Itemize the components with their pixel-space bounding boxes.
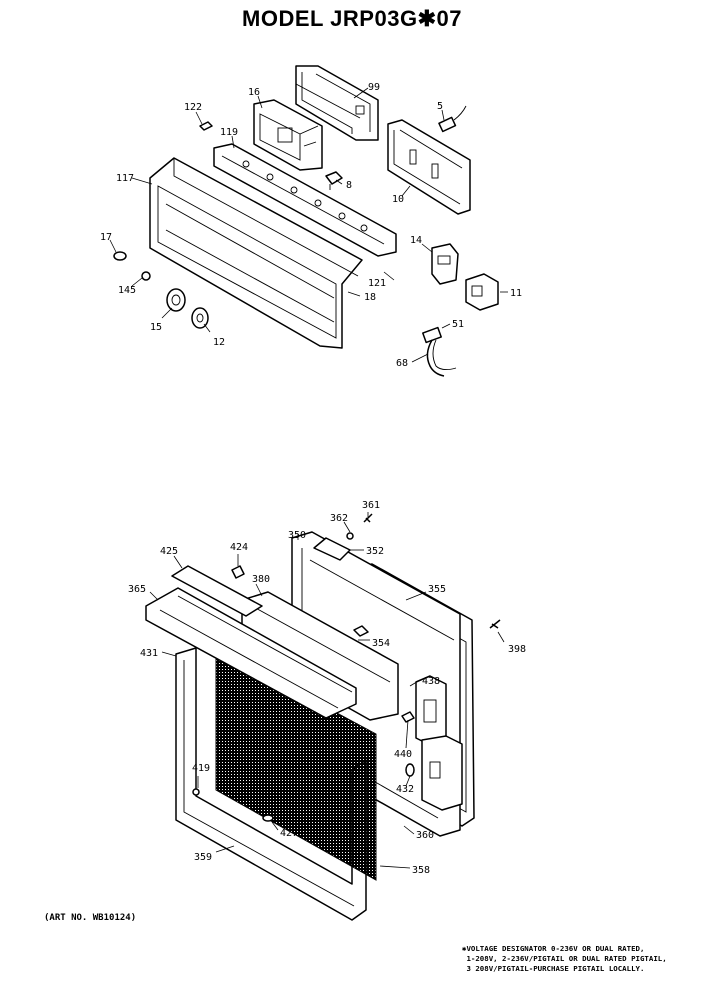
label-365: 365 (128, 584, 146, 595)
label-398: 398 (508, 644, 526, 655)
voltage-note: ✱VOLTAGE DESIGNATOR 0-236V OR DUAL RATED… (462, 944, 698, 974)
part-359-door-frame (175, 647, 367, 921)
label-8: 8 (346, 180, 352, 191)
label-432: 432 (396, 784, 414, 795)
label-427: 427 (280, 828, 298, 839)
label-354: 354 (372, 638, 390, 649)
label-17: 17 (100, 232, 112, 243)
door-assembly (145, 513, 501, 921)
part-labels: 99 16 122 5 119 8 117 10 17 14 121 145 1… (100, 82, 526, 876)
part-8-switch (325, 171, 343, 190)
part-10-bracket (387, 119, 471, 215)
label-12: 12 (213, 337, 225, 348)
label-419: 419 (192, 763, 210, 774)
label-15: 15 (150, 322, 162, 333)
label-121: 121 (368, 278, 386, 289)
part-440-part (401, 711, 415, 723)
part-360-bracket (421, 735, 463, 811)
label-424: 424 (230, 542, 248, 553)
part-122-clip (199, 121, 213, 131)
part-365-trim (145, 587, 357, 719)
label-359: 359 (194, 852, 212, 863)
label-117: 117 (116, 173, 134, 184)
part-16-clock (253, 99, 323, 171)
label-16: 16 (248, 87, 260, 98)
label-14: 14 (410, 235, 422, 246)
part-119-strip (213, 143, 397, 257)
part-432-part (405, 763, 415, 777)
part-12-knob (191, 307, 209, 329)
part-68-pigtail (426, 339, 457, 377)
label-440: 440 (394, 749, 412, 760)
label-5: 5 (437, 101, 443, 112)
leader-lines (109, 87, 508, 869)
label-380: 380 (252, 574, 270, 585)
part-117-console (149, 157, 363, 349)
label-350: 350 (288, 530, 306, 541)
label-68: 68 (396, 358, 408, 369)
part-11-switch (465, 273, 499, 311)
diagram-title: MODEL JRP03G✱07 (242, 6, 462, 31)
part-5-sensor (438, 105, 467, 133)
part-14-switch (431, 243, 459, 285)
label-10: 10 (392, 194, 404, 205)
part-15-knob (166, 288, 186, 312)
label-119: 119 (220, 127, 238, 138)
part-398-screw (489, 619, 501, 629)
label-425: 425 (160, 546, 178, 557)
art-number: (ART NO. WB10124) (44, 913, 137, 923)
label-361: 361 (362, 500, 380, 511)
label-99: 99 (368, 82, 380, 93)
label-352: 352 (366, 546, 384, 557)
part-17-knob (113, 251, 127, 261)
note-line-3: 3 208V/PIGTAIL-PURCHASE PIGTAIL LOCALLY. (462, 964, 645, 973)
part-51-terminal (422, 326, 442, 344)
note-line-1: ✱VOLTAGE DESIGNATOR 0-236V OR DUAL RATED… (462, 944, 645, 953)
label-122: 122 (184, 102, 202, 113)
label-431: 431 (140, 648, 158, 659)
note-line-2: 1-208V, 2-236V/PIGTAIL OR DUAL RATED PIG… (462, 954, 667, 963)
label-360: 360 (416, 830, 434, 841)
part-419-fastener (192, 788, 200, 796)
part-354-clip (353, 625, 369, 637)
part-145-spring (141, 271, 151, 281)
part-424-clip (231, 565, 245, 579)
label-438: 438 (422, 676, 440, 687)
part-427-fastener (262, 814, 274, 822)
label-51: 51 (452, 319, 464, 330)
control-panel-assembly (113, 65, 499, 377)
part-425-trim (171, 565, 263, 617)
label-362: 362 (330, 513, 348, 524)
label-358: 358 (412, 865, 430, 876)
part-99-bracket (295, 65, 379, 141)
label-18: 18 (364, 292, 376, 303)
label-145: 145 (118, 285, 136, 296)
part-362-washer (346, 532, 354, 540)
label-355: 355 (428, 584, 446, 595)
label-11: 11 (510, 288, 522, 299)
